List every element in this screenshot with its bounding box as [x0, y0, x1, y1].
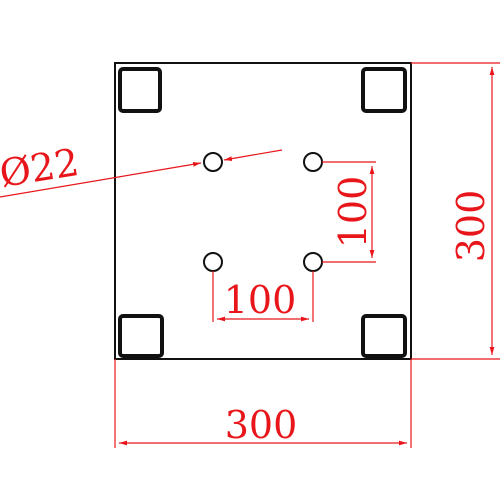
hole-diameter-leader-arrow — [223, 149, 283, 162]
hole-spacing-vertical-label: 100 — [331, 176, 375, 249]
corner-pad-bottom-left — [118, 314, 164, 358]
hole-spacing-horizontal-label: 100 — [224, 278, 297, 322]
corner-pad-top-left — [118, 67, 162, 113]
bolt-hole-bottom-left — [203, 252, 223, 272]
hole-diameter-label: Ø22 — [0, 140, 82, 196]
bolt-hole-top-right — [303, 152, 323, 172]
corner-pad-bottom-right — [361, 314, 407, 358]
hole-diameter-leader-line — [0, 161, 202, 198]
bolt-hole-bottom-right — [303, 252, 323, 272]
plate-height-label: 300 — [449, 190, 493, 263]
plate-outline — [114, 62, 412, 360]
corner-pad-top-right — [361, 67, 407, 113]
bolt-hole-top-left — [203, 152, 223, 172]
plate-width-label: 300 — [225, 403, 298, 447]
